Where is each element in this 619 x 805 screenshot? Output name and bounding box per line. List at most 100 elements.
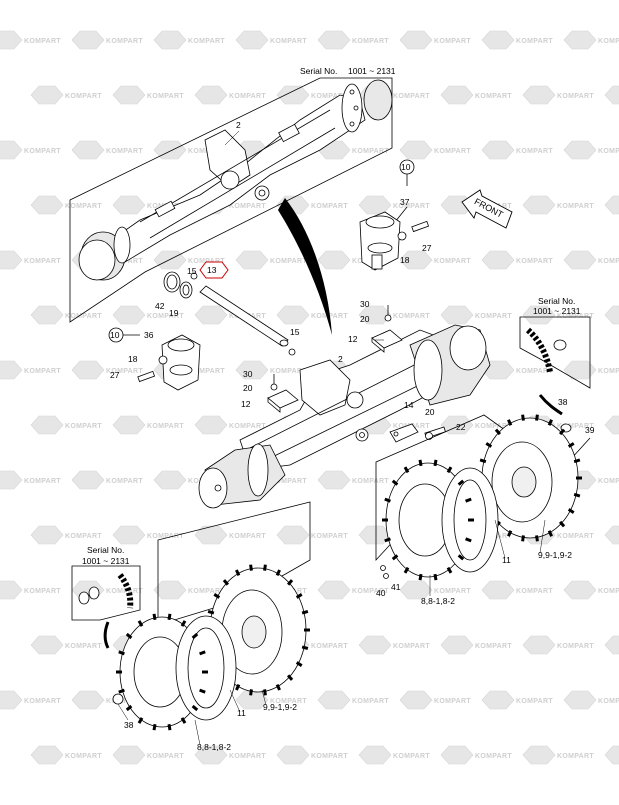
label-12-upper: 12	[348, 334, 358, 344]
watermark-tile: KOMPART	[71, 470, 143, 490]
tread-lug	[457, 479, 465, 486]
watermark-tile: KOMPART	[71, 30, 143, 50]
tread-lug	[207, 609, 215, 615]
svg-text:KOMPART: KOMPART	[24, 368, 61, 375]
label-11-right: 11	[502, 555, 511, 565]
label-11-left: 11	[237, 708, 246, 718]
tread-lug	[301, 609, 309, 615]
tread-lug	[521, 535, 525, 542]
tread-lug	[235, 683, 241, 691]
watermark-tile: KOMPART	[0, 250, 61, 270]
svg-text:KOMPART: KOMPART	[598, 148, 619, 155]
watermark-tile: KOMPART	[522, 195, 594, 215]
watermark-tile: KOMPART	[604, 305, 619, 325]
label-30-upper: 30	[360, 299, 370, 309]
watermark-tile: KOMPART	[194, 85, 266, 105]
watermark-tile: KOMPART	[399, 690, 471, 710]
label-30-lower: 30	[243, 369, 253, 379]
label-20-upper: 20	[360, 314, 370, 324]
watermark-tile: KOMPART	[30, 745, 102, 765]
watermark-tile: KOMPART	[440, 305, 512, 325]
watermark-tile: KOMPART	[563, 580, 619, 600]
tread-lug	[485, 442, 493, 448]
tread-lug	[235, 569, 241, 577]
part-36-bracket-left	[108, 327, 201, 391]
svg-text:KOMPART: KOMPART	[557, 423, 594, 430]
tread-lug	[275, 683, 281, 691]
svg-text:KOMPART: KOMPART	[557, 533, 594, 540]
watermark-tile: KOMPART	[604, 745, 619, 765]
watermark-tile: KOMPART	[194, 525, 266, 545]
tread-lug	[249, 689, 253, 696]
svg-text:KOMPART: KOMPART	[434, 698, 471, 705]
serial-range-left: 1001 ~ 2131	[82, 556, 130, 566]
svg-text:KOMPART: KOMPART	[65, 533, 102, 540]
watermark-tile: KOMPART	[112, 745, 184, 765]
svg-text:KOMPART: KOMPART	[65, 423, 102, 430]
svg-text:KOMPART: KOMPART	[24, 478, 61, 485]
watermark-tile: KOMPART	[440, 85, 512, 105]
svg-text:KOMPART: KOMPART	[557, 643, 594, 650]
svg-text:KOMPART: KOMPART	[475, 93, 512, 100]
svg-text:KOMPART: KOMPART	[229, 533, 266, 540]
serial-label-top: Serial No.	[300, 66, 337, 76]
tread-lug	[547, 530, 553, 537]
svg-text:KOMPART: KOMPART	[311, 643, 348, 650]
tread-lug	[213, 593, 221, 599]
cover-plate-upper	[371, 305, 403, 353]
svg-text:KOMPART: KOMPART	[270, 478, 307, 485]
svg-text:KOMPART: KOMPART	[65, 203, 102, 210]
watermark-tile: KOMPART	[563, 360, 619, 380]
svg-text:KOMPART: KOMPART	[516, 588, 553, 595]
label-27-left: 27	[110, 370, 120, 380]
tread-lug	[191, 632, 199, 640]
label-88-right: 8,8-1,8-2	[421, 596, 455, 606]
left-rim-8	[116, 613, 237, 731]
tread-lug	[418, 573, 423, 581]
label-15-top: 15	[187, 266, 197, 276]
tread-lug	[391, 479, 399, 486]
watermark-tile: KOMPART	[317, 470, 389, 490]
svg-text:KOMPART: KOMPART	[434, 588, 471, 595]
svg-text:KOMPART: KOMPART	[352, 588, 389, 595]
svg-text:KOMPART: KOMPART	[311, 753, 348, 760]
svg-text:KOMPART: KOMPART	[352, 148, 389, 155]
svg-text:KOMPART: KOMPART	[475, 423, 512, 430]
watermark-tile: KOMPART	[317, 690, 389, 710]
watermark-tile: KOMPART	[563, 690, 619, 710]
watermark-tile: KOMPART	[604, 195, 619, 215]
svg-text:KOMPART: KOMPART	[393, 643, 430, 650]
tread-lug	[152, 723, 157, 731]
svg-text:KOMPART: KOMPART	[393, 203, 430, 210]
seal-rings	[163, 271, 198, 299]
tread-lug	[567, 442, 575, 448]
label-88-left: 8,8-1,8-2	[197, 742, 231, 752]
tread-lug	[457, 554, 465, 561]
tread-lug	[507, 530, 513, 537]
label-38-right: 38	[558, 397, 568, 407]
svg-text:KOMPART: KOMPART	[598, 368, 619, 375]
tread-lug	[446, 466, 453, 474]
label-99-right: 9,9-1,9-2	[538, 550, 572, 560]
arrow-upper-to-lower	[278, 198, 332, 335]
tread-lug	[567, 508, 575, 514]
tread-lug	[295, 593, 303, 599]
svg-text:KOMPART: KOMPART	[393, 753, 430, 760]
tread-lug	[384, 537, 391, 543]
watermark-tile: KOMPART	[112, 305, 184, 325]
watermark-tile: KOMPART	[358, 635, 430, 655]
upper-axle-box: Serial No. 1001 ~ 2131	[69, 66, 396, 323]
tread-lug	[137, 620, 144, 627]
label-36: 36	[144, 330, 154, 340]
svg-text:KOMPART: KOMPART	[270, 698, 307, 705]
tread-lug	[535, 535, 539, 542]
svg-text:KOMPART: KOMPART	[516, 148, 553, 155]
tread-lug	[295, 661, 303, 667]
tread-lug	[418, 459, 423, 467]
watermark-tile: KOMPART	[30, 305, 102, 325]
callout-10-left: 10	[110, 330, 120, 340]
svg-text:KOMPART: KOMPART	[598, 258, 619, 265]
watermark-tile: KOMPART	[481, 30, 553, 50]
